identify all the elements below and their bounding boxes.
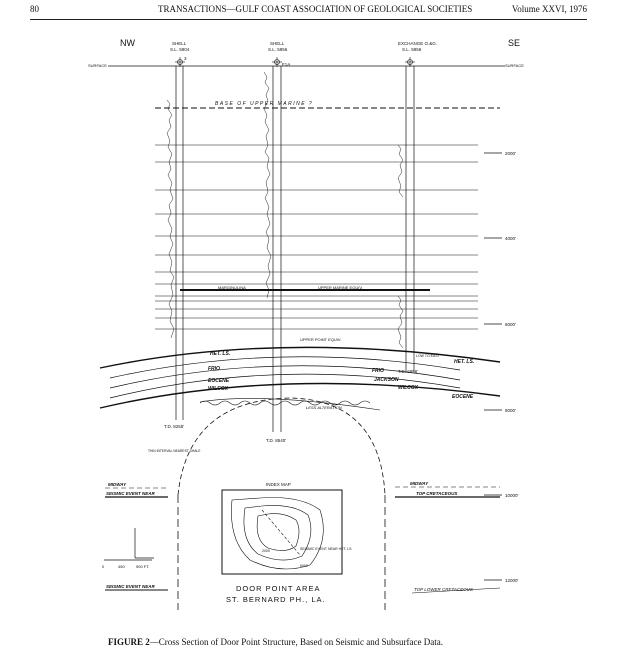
thin-interval-label: THIN INTERVAL NEAREST SHALE (148, 449, 201, 453)
salt-dome-outline (177, 397, 386, 496)
frio-left-label: FRIO (208, 366, 220, 372)
svg-text:S.L. 5956: S.L. 5956 (402, 47, 422, 52)
midway-right-label: MIDWAY (410, 481, 429, 486)
svg-text:F1A: F1A (282, 62, 290, 67)
index-map-note: SEISMIC EVENT NEAR HET. LS. (300, 547, 352, 551)
page-number: 80 (30, 4, 39, 14)
eocene-right-label: EOCENE (452, 394, 474, 400)
het-ls-right-label: HET. LS. (454, 359, 474, 365)
scale-label-450: 450 (118, 564, 125, 569)
scale-label-0: 0 (102, 564, 105, 569)
index-contour-6000: 6000 (300, 564, 308, 568)
well-1-header: SHELL S.L. 5904 3 (170, 41, 190, 61)
depth-label-4000: 4000' (505, 236, 516, 241)
depth-label-6000: 6000' (505, 322, 516, 327)
wilcox-right-label: WILCOX (398, 385, 419, 391)
surface-label-right: SURFACE (505, 63, 524, 68)
marginulina-label: MARGINULINA (218, 285, 246, 290)
top-lower-cretaceous-label: TOP LOWER CRETACEOUS (414, 587, 473, 592)
depth-label-2000: 2000' (505, 151, 516, 156)
caption-text: —Cross Section of Door Point Structure, … (149, 637, 443, 647)
frio-right-label: FRIO (372, 368, 384, 374)
well-symbol-icon (175, 57, 415, 67)
svg-text:EXCHANGE O.&G.: EXCHANGE O.&G. (398, 41, 437, 46)
header-rule (30, 19, 587, 20)
svg-text:S.L. 5956: S.L. 5956 (268, 47, 288, 52)
midway-left-label: MIDWAY (108, 482, 127, 487)
well-bores (175, 66, 415, 432)
het-ls-left-label: HET. LS. (210, 351, 230, 357)
page-header: 80 TRANSACTIONS—GULF COAST ASSOCIATION O… (30, 4, 587, 18)
jackson-label: JACKSON (374, 377, 399, 383)
figure-caption: FIGURE 2—Cross Section of Door Point Str… (108, 637, 508, 647)
upper-point-equiv-label: UPPER POINT EQUIV. (300, 337, 341, 342)
depth-scale (484, 152, 502, 581)
svg-text:3: 3 (184, 56, 187, 61)
less-alteration-label: LESS ALTERATION (306, 405, 342, 410)
td-center-label: T.D. 8540' (266, 438, 286, 443)
dipping-beds (99, 346, 501, 411)
well-log-traces (166, 71, 404, 349)
low-to-east-label: LOW TO EAST (416, 354, 441, 358)
base-upper-marine-label: BASE OF UPPER MARINE ? (215, 101, 313, 107)
caption-label: FIGURE 2 (108, 637, 150, 647)
index-map-contours (231, 497, 324, 570)
svg-text:SHELL: SHELL (172, 41, 187, 46)
upper-marine-equiv-label: UPPER MARINE EQUIV. (318, 285, 363, 290)
top-cretaceous-label: TOP CRETACEOUS (416, 491, 457, 496)
td-left-label: T.D. 8255' (164, 424, 184, 429)
compass-se: SE (508, 38, 520, 48)
compass-nw: NW (120, 38, 135, 48)
td-right-label: T.D. 6956' (398, 369, 418, 374)
well-2-header: SHELL S.L. 5956 F1A (268, 41, 290, 67)
unconformity-line (199, 400, 371, 406)
scale-bars (104, 528, 154, 561)
seismic-event-label-1: SEISMIC EVENT NEAR (106, 491, 156, 496)
surface-label-left: SURFACE (88, 63, 107, 68)
index-map-box (221, 489, 343, 575)
depth-label-10000: 10000' (505, 493, 519, 498)
index-contour-2000: 2000 (262, 549, 270, 553)
parish-label: ST. BERNARD PH., LA. (226, 595, 326, 604)
index-map-title: INDEX MAP (266, 482, 291, 487)
depth-label-12000: 12000' (505, 578, 519, 583)
eocene-left-label: EOCENE (208, 378, 230, 384)
area-name-label: DOOR POINT AREA (236, 584, 320, 593)
svg-text:SHELL: SHELL (270, 41, 285, 46)
journal-title: TRANSACTIONS—GULF COAST ASSOCIATION OF G… (158, 4, 473, 14)
scale-label-900: 900 FT. (136, 564, 149, 569)
seismic-event-label-2: SEISMIC EVENT NEAR (106, 584, 156, 589)
depth-label-8000: 8000' (505, 408, 516, 413)
svg-text:S.L. 5904: S.L. 5904 (170, 47, 190, 52)
volume-label: Volume XXVI, 1976 (511, 4, 587, 14)
correlation-lines (155, 107, 500, 330)
wilcox-left-label: WILCOX (208, 386, 229, 392)
well-3-header: EXCHANGE O.&G. S.L. 5956 (398, 41, 437, 52)
deep-horizons (105, 486, 501, 594)
